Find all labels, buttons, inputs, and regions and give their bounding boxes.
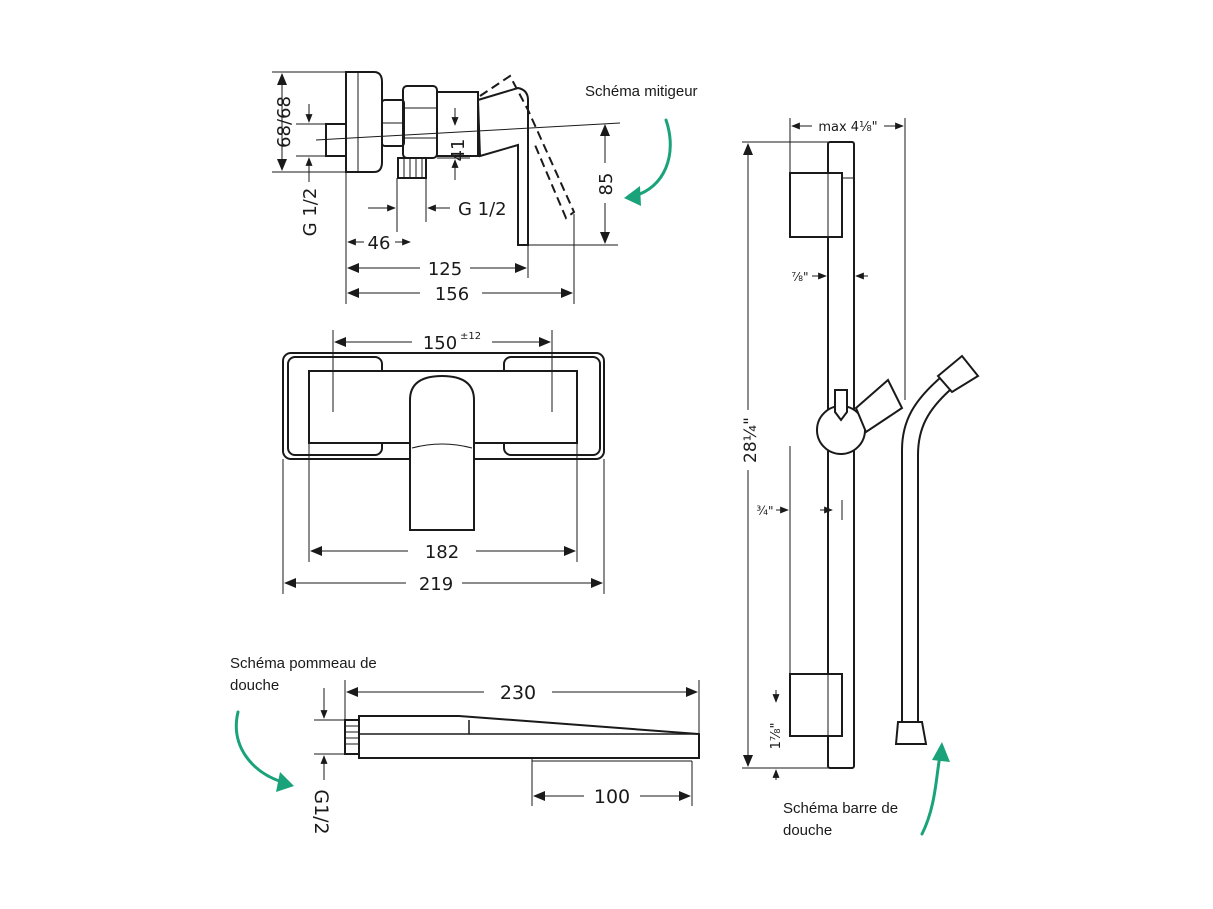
- shower-head-view: 230 100 G1/2: [310, 680, 700, 835]
- head-thread-label: G1/2: [310, 789, 332, 834]
- head-pointer-arrowhead: [276, 772, 294, 792]
- mixer-dim-41: 41: [448, 139, 469, 162]
- front-dim-150: 150: [423, 333, 457, 354]
- mixer-dim-156: 156: [435, 284, 469, 305]
- front-dim-tolerance: ±12: [460, 331, 481, 342]
- rail-dim-34: ¾": [756, 504, 773, 518]
- head-dim-230: 230: [500, 682, 536, 704]
- shower-rail-view: 28¼" max 4⅛" ⅞" ¾" 1⅞": [741, 118, 980, 780]
- mixer-pointer-arrowhead: [624, 186, 641, 206]
- caption-rail-line1: Schéma barre de: [783, 800, 898, 817]
- head-pointer-arrow: [234, 710, 284, 784]
- mixer-side-view: 68/68 G 1/2 41 85 G 1/2 46 125: [272, 71, 621, 305]
- caption-head-line2: douche: [230, 677, 279, 694]
- head-dim-100: 100: [594, 786, 630, 808]
- front-dim-182: 182: [425, 542, 459, 563]
- mixer-thread-left-label: G 1/2: [300, 188, 321, 237]
- rail-dim-max-width: max 4⅛": [818, 120, 877, 135]
- front-dim-219: 219: [419, 574, 453, 595]
- caption-mixer: Schéma mitigeur: [585, 83, 698, 100]
- rail-dim-78: ⅞": [791, 270, 808, 284]
- mixer-pointer-arrow: [632, 118, 672, 198]
- rail-pointer-arrowhead: [932, 742, 950, 762]
- mixer-thread-bottom-label: G 1/2: [458, 199, 507, 220]
- mixer-dim-125: 125: [428, 259, 462, 280]
- mixer-dim-85: 85: [596, 173, 617, 196]
- caption-rail-line2: douche: [783, 822, 832, 839]
- caption-head-line1: Schéma pommeau de: [230, 655, 377, 672]
- mixer-height-label: 68/68: [274, 96, 295, 148]
- rail-dim-178: 1⅞": [769, 723, 784, 750]
- rail-pointer-arrow: [920, 754, 942, 836]
- rail-dim-length: 28¼": [741, 417, 761, 463]
- mixer-front-view: 150 ±12 182 219: [282, 330, 605, 595]
- mixer-dim-46: 46: [368, 233, 391, 254]
